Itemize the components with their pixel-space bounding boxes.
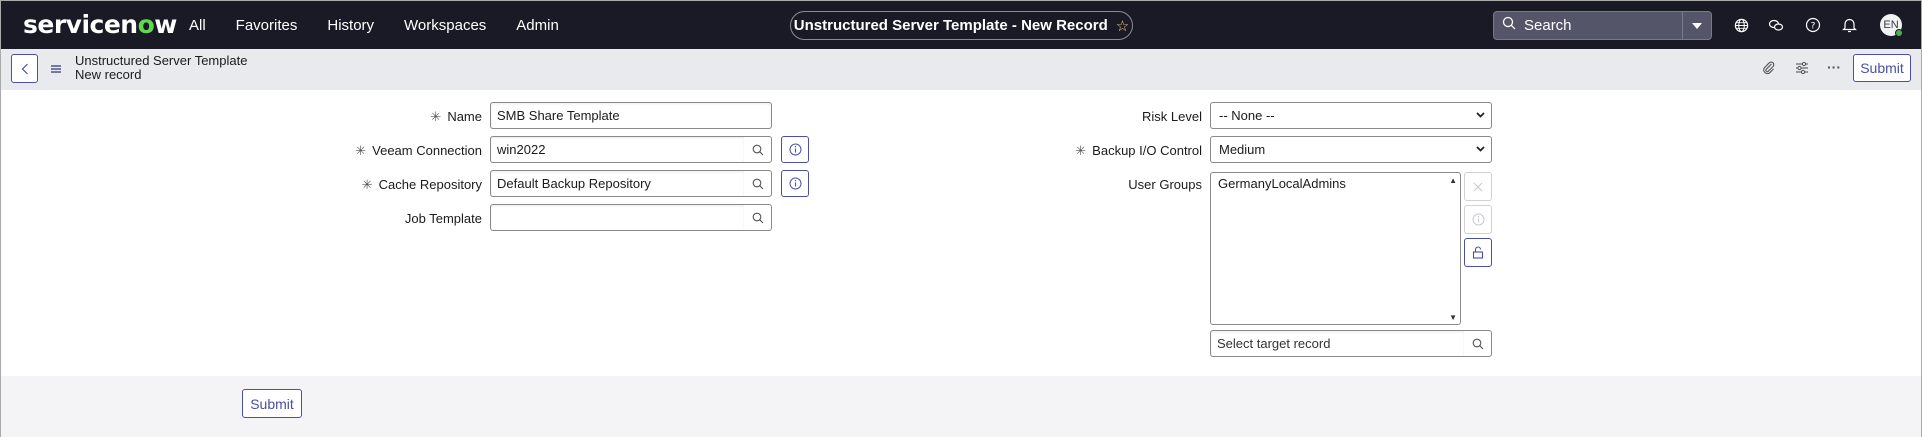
search-icon bbox=[752, 178, 763, 189]
attachment-paperclip-icon[interactable] bbox=[1762, 61, 1776, 78]
required-marker-icon: ✳ bbox=[355, 143, 367, 158]
info-icon bbox=[789, 143, 801, 156]
backup-io-control-label: ✳Backup I/O Control bbox=[1075, 143, 1202, 158]
job-template-field[interactable] bbox=[490, 204, 745, 231]
backup-io-control-select[interactable]: Medium bbox=[1210, 136, 1492, 163]
search-icon bbox=[1494, 16, 1524, 35]
star-favorite-icon[interactable]: ☆ bbox=[1115, 17, 1130, 35]
veeam-connection-info-button[interactable] bbox=[781, 136, 809, 163]
info-icon bbox=[1472, 213, 1484, 226]
record-form: ✳Name SMB Share Template ✳Veeam Connecti… bbox=[1, 90, 1921, 376]
online-status-icon bbox=[1895, 29, 1903, 37]
job-template-lookup-button[interactable] bbox=[744, 204, 772, 231]
scroll-up-arrow-icon[interactable]: ▲ bbox=[1449, 176, 1457, 185]
personalize-form-sliders-icon[interactable] bbox=[1795, 61, 1809, 78]
chevron-down-icon bbox=[1476, 110, 1485, 121]
list-item[interactable]: GermanyLocalAdmins bbox=[1218, 176, 1346, 191]
form-header: Unstructured Server Template New record … bbox=[1, 49, 1921, 90]
cache-repository-field[interactable]: Default Backup Repository bbox=[490, 170, 745, 197]
veeam-connection-lookup-button[interactable] bbox=[744, 136, 772, 163]
search-scope-dropdown[interactable] bbox=[1682, 12, 1711, 39]
select-target-record-input[interactable]: Select target record bbox=[1210, 330, 1465, 357]
cache-repository-lookup-button[interactable] bbox=[744, 170, 772, 197]
search-icon bbox=[752, 212, 763, 223]
nav-item-admin[interactable]: Admin bbox=[516, 16, 559, 34]
unlock-groups-button[interactable] bbox=[1464, 238, 1492, 267]
group-info-button[interactable] bbox=[1464, 205, 1492, 234]
close-icon bbox=[1473, 182, 1483, 191]
required-marker-icon: ✳ bbox=[430, 109, 442, 124]
nav-item-workspaces[interactable]: Workspaces bbox=[404, 16, 487, 34]
name-label: ✳Name bbox=[430, 109, 482, 124]
cache-repository-info-button[interactable] bbox=[781, 170, 809, 197]
nav-item-history[interactable]: History bbox=[327, 16, 375, 34]
search-icon bbox=[752, 144, 763, 155]
submit-button-header[interactable]: Submit bbox=[1853, 54, 1911, 82]
submit-button-footer[interactable]: Submit bbox=[242, 389, 302, 418]
svg-text:?: ? bbox=[1811, 22, 1816, 32]
user-groups-label: User Groups bbox=[1128, 177, 1202, 192]
chevron-down-icon bbox=[1476, 144, 1485, 155]
record-title-pill: Unstructured Server Template - New Recor… bbox=[790, 11, 1133, 40]
scroll-down-arrow-icon[interactable]: ▼ bbox=[1449, 313, 1457, 322]
required-marker-icon: ✳ bbox=[361, 177, 373, 192]
remove-group-button[interactable] bbox=[1464, 172, 1492, 201]
form-context-menu-icon[interactable] bbox=[50, 61, 62, 77]
help-icon[interactable]: ? bbox=[1803, 15, 1823, 35]
risk-level-label: Risk Level bbox=[1142, 109, 1202, 124]
back-button[interactable] bbox=[11, 54, 38, 83]
record-title: Unstructured Server Template - New Recor… bbox=[793, 17, 1108, 34]
breadcrumb: Unstructured Server Template New record bbox=[75, 54, 247, 82]
nav-item-all[interactable]: All bbox=[189, 16, 206, 34]
info-icon bbox=[789, 177, 801, 190]
required-marker-icon: ✳ bbox=[1075, 143, 1087, 158]
user-avatar[interactable]: EN bbox=[1880, 14, 1903, 37]
cache-repository-label: ✳Cache Repository bbox=[361, 177, 482, 192]
veeam-connection-field[interactable]: win2022 bbox=[490, 136, 745, 163]
veeam-connection-label: ✳Veeam Connection bbox=[355, 143, 482, 158]
global-search[interactable]: Search bbox=[1493, 11, 1712, 40]
job-template-label: Job Template bbox=[404, 211, 482, 226]
nav-menu: All Favorites History Workspaces Admin bbox=[189, 1, 589, 49]
name-field[interactable]: SMB Share Template bbox=[490, 102, 772, 129]
globe-icon[interactable] bbox=[1731, 15, 1751, 35]
breadcrumb-subtitle: New record bbox=[75, 67, 142, 82]
search-input[interactable]: Search bbox=[1524, 17, 1572, 34]
risk-level-select[interactable]: -- None -- bbox=[1210, 102, 1492, 129]
unlock-icon bbox=[1472, 246, 1484, 259]
breadcrumb-title: Unstructured Server Template bbox=[75, 53, 248, 68]
listbox-scrollbar[interactable]: ▲ ▼ bbox=[1446, 173, 1460, 324]
more-options-ellipsis-icon[interactable]: ··· bbox=[1827, 59, 1841, 75]
search-icon bbox=[1472, 338, 1483, 349]
select-target-record-lookup-button[interactable] bbox=[1464, 330, 1492, 357]
notifications-bell-icon[interactable] bbox=[1839, 15, 1859, 35]
form-footer: Submit bbox=[1, 376, 1921, 437]
servicenow-logo[interactable]: servicenow bbox=[23, 10, 177, 39]
chevron-left-icon bbox=[21, 63, 28, 74]
top-navigation: servicenow All Favorites History Workspa… bbox=[1, 1, 1921, 49]
user-groups-listbox[interactable]: GermanyLocalAdmins ▲ ▼ bbox=[1210, 172, 1461, 325]
nav-item-favorites[interactable]: Favorites bbox=[235, 16, 298, 34]
chat-icon[interactable] bbox=[1766, 15, 1786, 35]
